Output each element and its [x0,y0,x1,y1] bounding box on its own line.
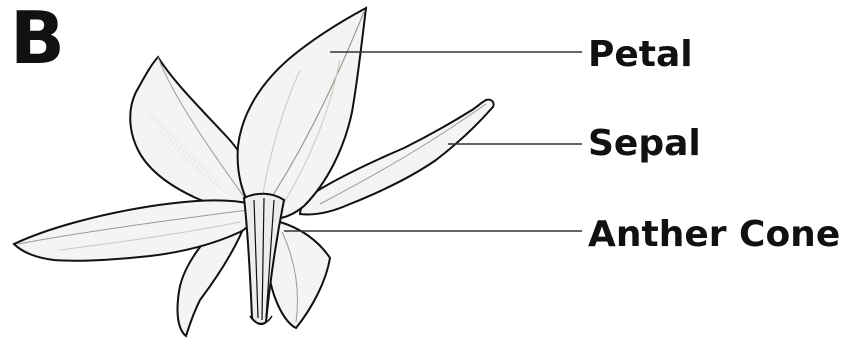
petal-upper-left [130,57,254,209]
petal-label: Petal [588,37,693,73]
sepal-label: Sepal [588,126,701,162]
anther-cone-label: Anther Cone [588,217,840,253]
petal-lower-right [269,222,330,328]
panel-letter: B [10,2,65,74]
